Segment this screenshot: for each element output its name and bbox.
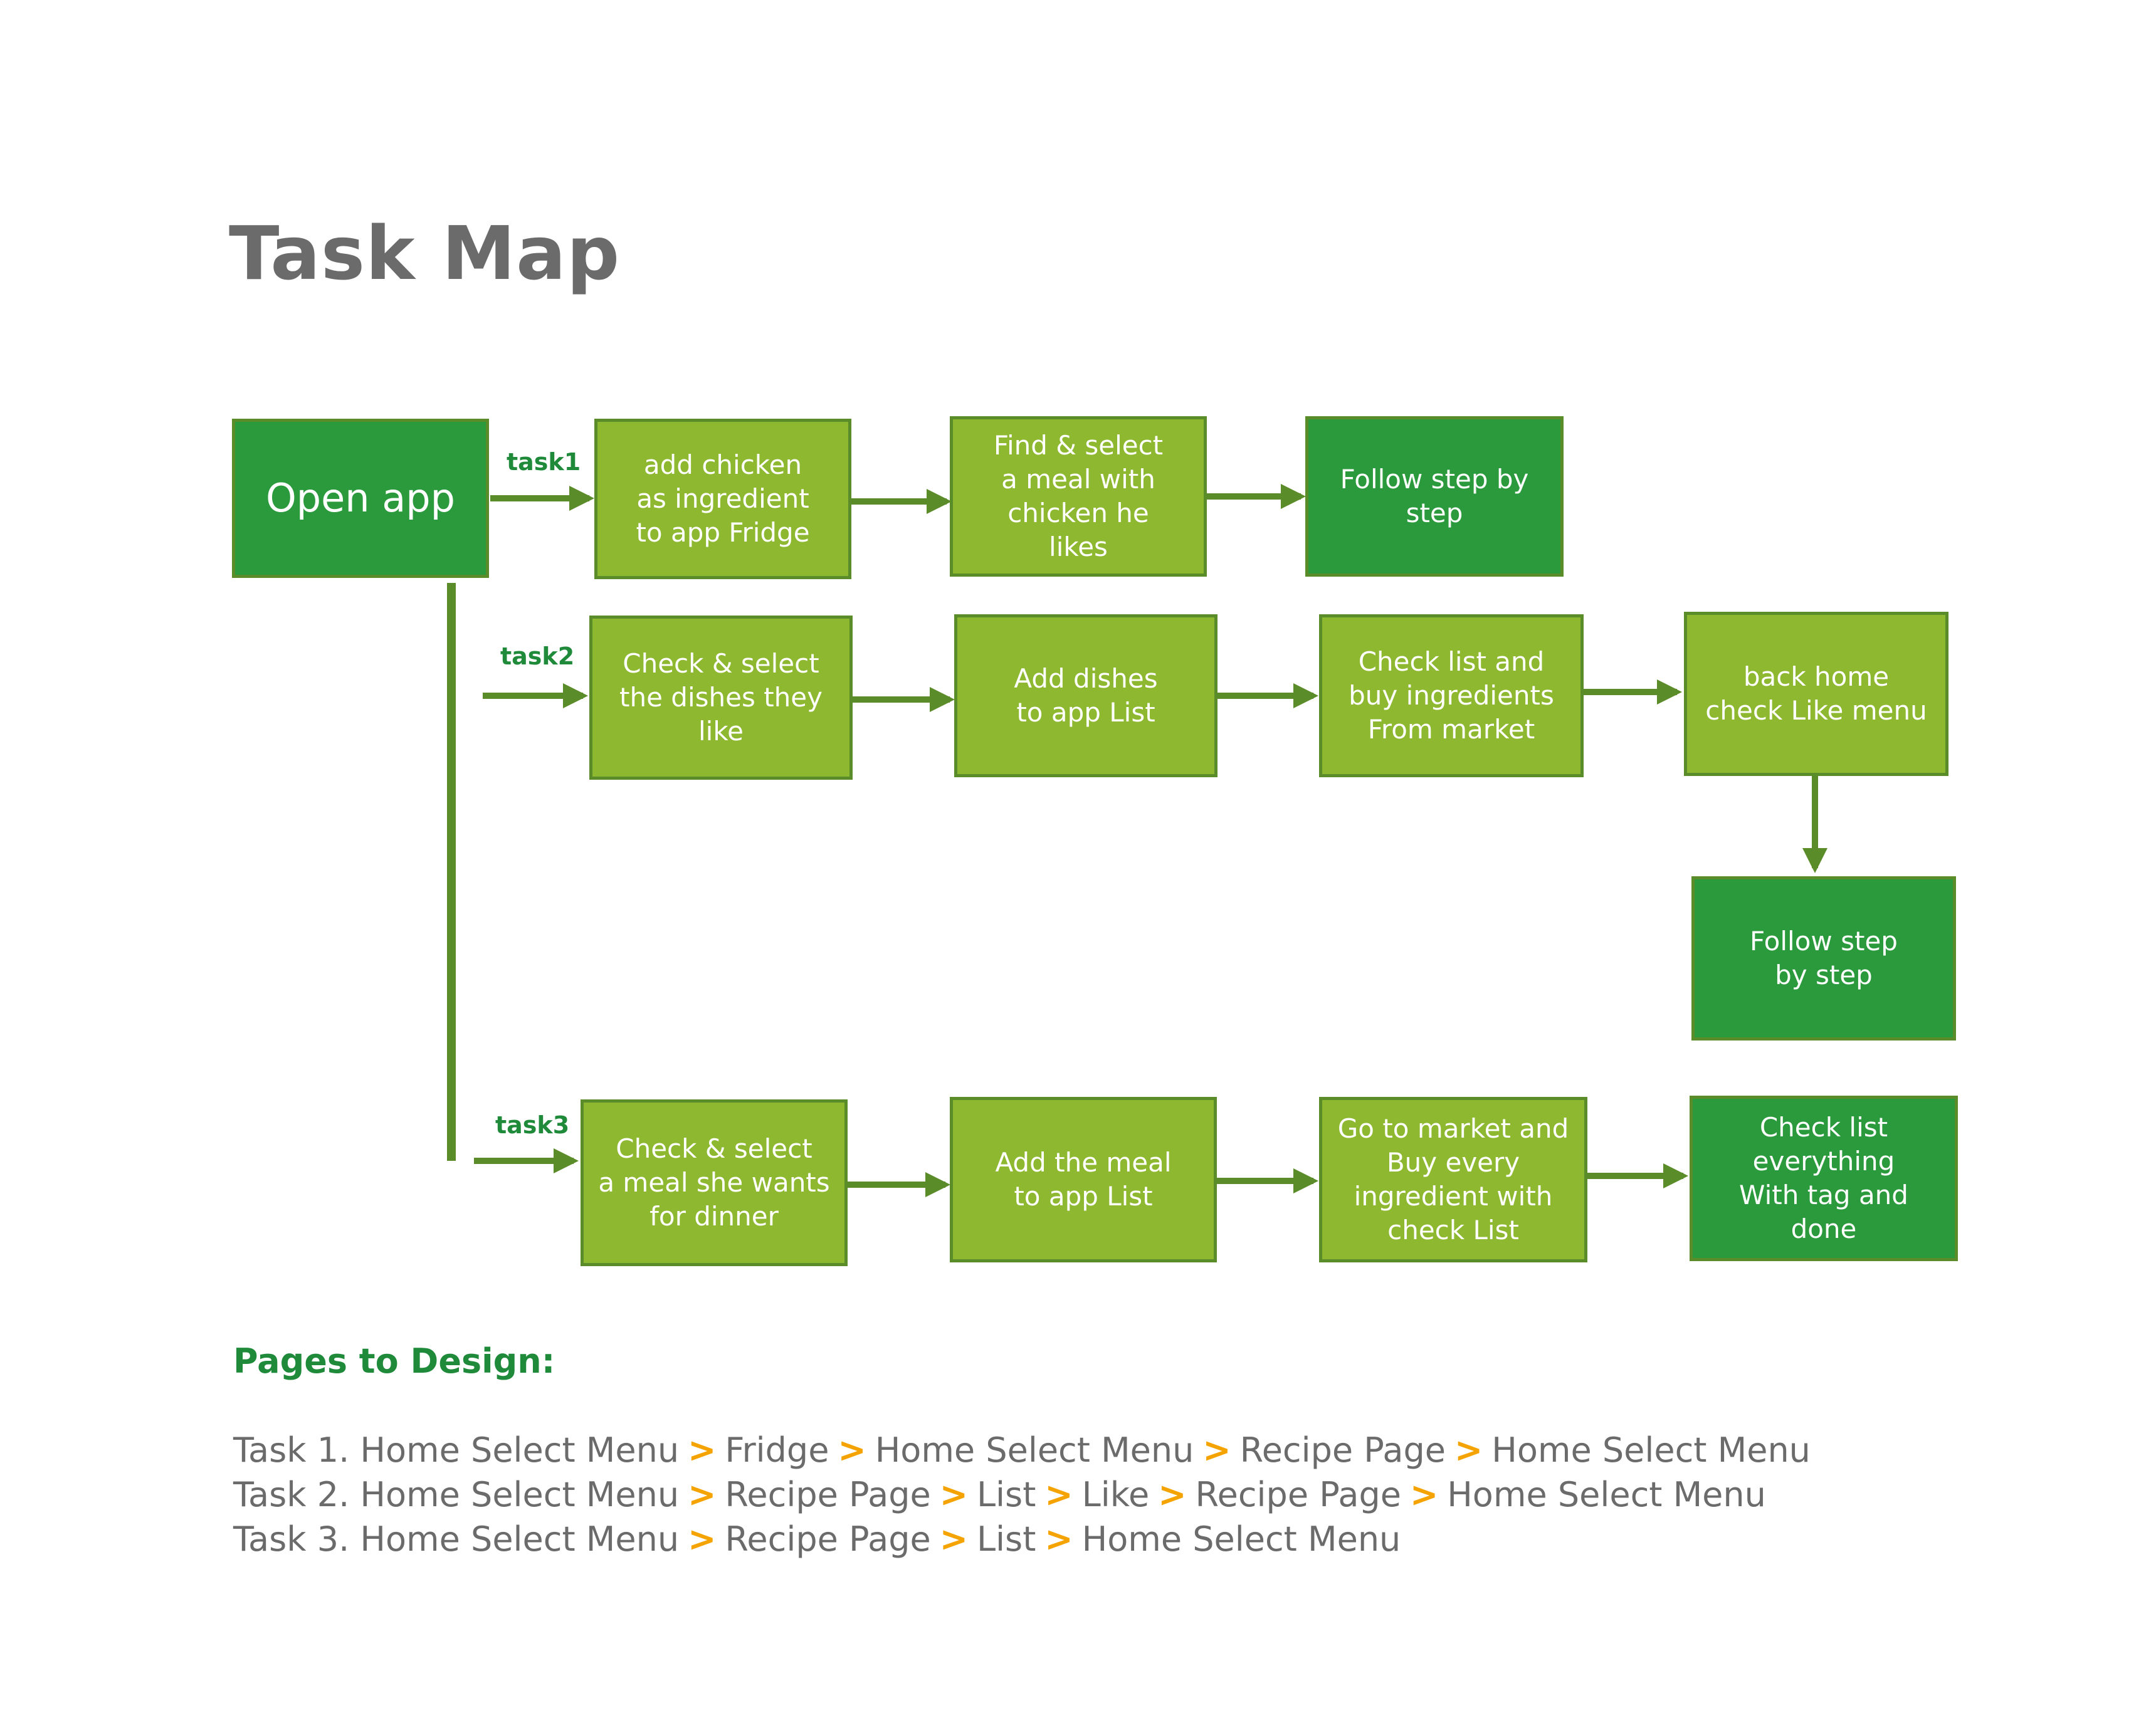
page-title: Task Map xyxy=(229,210,621,296)
route-page: Recipe Page xyxy=(1239,1430,1446,1470)
route-page: Home Select Menu xyxy=(1081,1519,1401,1559)
route-separator: > xyxy=(1044,1475,1073,1514)
node-t3-go-market: Go to market and Buy every ingredient wi… xyxy=(1319,1097,1587,1262)
node-t2-back-home: back home check Like menu xyxy=(1684,612,1948,776)
route-line-task2: Task 2. Home Select Menu>Recipe Page>Lis… xyxy=(233,1475,1766,1514)
route-separator: > xyxy=(688,1430,717,1470)
route-page: Home Select Menu xyxy=(1491,1430,1811,1470)
node-t1-add-chicken: add chicken as ingredient to app Fridge xyxy=(594,419,851,579)
route-page: Home Select Menu xyxy=(1447,1475,1766,1514)
route-page: Recipe Page xyxy=(725,1475,931,1514)
route-page: Like xyxy=(1081,1475,1150,1514)
route-separator: > xyxy=(1044,1519,1073,1559)
route-page: Fridge xyxy=(725,1430,829,1470)
node-open-app: Open app xyxy=(232,419,489,578)
route-separator: > xyxy=(688,1475,717,1514)
node-t2-add-dishes: Add dishes to app List xyxy=(954,614,1217,777)
node-t2-check-select: Check & select the dishes they like xyxy=(589,616,853,780)
route-prefix: Task 1. xyxy=(233,1430,360,1470)
node-t2-follow: Follow step by step xyxy=(1691,876,1956,1040)
route-separator: > xyxy=(1454,1430,1483,1470)
node-t3-add-meal: Add the meal to app List xyxy=(950,1097,1217,1262)
route-separator: > xyxy=(939,1475,968,1514)
node-t3-check-select: Check & select a meal she wants for dinn… xyxy=(581,1099,848,1266)
route-page: Home Select Menu xyxy=(360,1430,680,1470)
node-t1-find-select: Find & select a meal with chicken he lik… xyxy=(950,416,1207,577)
route-separator: > xyxy=(838,1430,866,1470)
route-line-task1: Task 1. Home Select Menu>Fridge>Home Sel… xyxy=(233,1430,1811,1470)
route-separator: > xyxy=(1158,1475,1187,1514)
node-t2-check-list: Check list and buy ingredients From mark… xyxy=(1319,614,1584,777)
task1-label: task1 xyxy=(507,448,581,476)
route-prefix: Task 2. xyxy=(233,1475,360,1514)
route-prefix: Task 3. xyxy=(233,1519,360,1559)
route-page: Recipe Page xyxy=(1195,1475,1401,1514)
route-separator: > xyxy=(939,1519,968,1559)
route-page: Home Select Menu xyxy=(360,1475,680,1514)
route-separator: > xyxy=(1409,1475,1439,1514)
route-page: Recipe Page xyxy=(725,1519,931,1559)
task2-label: task2 xyxy=(500,642,575,670)
route-separator: > xyxy=(1202,1430,1231,1470)
node-t3-check-done: Check list everything With tag and done xyxy=(1690,1096,1958,1261)
node-t1-follow: Follow step by step xyxy=(1305,416,1564,577)
route-page: List xyxy=(976,1519,1036,1559)
route-page: Home Select Menu xyxy=(875,1430,1194,1470)
task3-label: task3 xyxy=(495,1111,570,1139)
route-page: Home Select Menu xyxy=(360,1519,680,1559)
route-line-task3: Task 3. Home Select Menu>Recipe Page>Lis… xyxy=(233,1519,1401,1559)
route-separator: > xyxy=(688,1519,717,1559)
route-page: List xyxy=(976,1475,1036,1514)
pages-heading: Pages to Design: xyxy=(233,1341,555,1381)
